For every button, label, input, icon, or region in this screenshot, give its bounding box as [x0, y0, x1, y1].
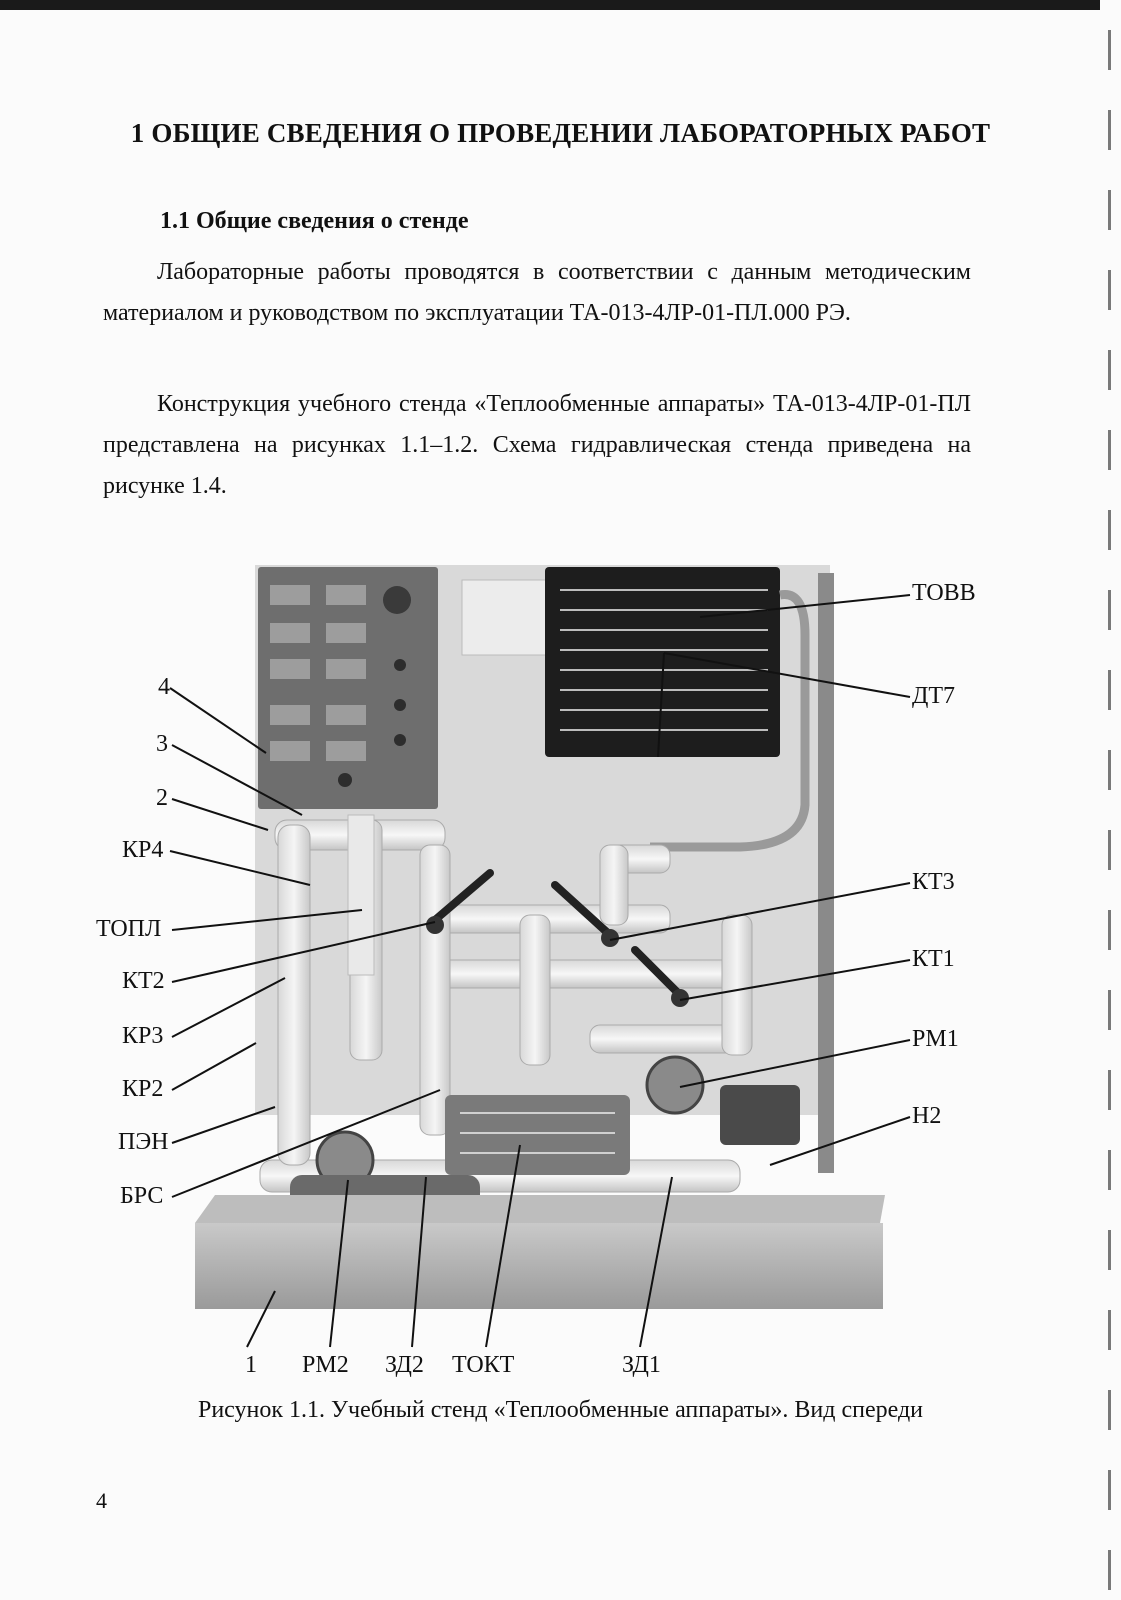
label-kr2: КР2	[122, 1076, 164, 1102]
paragraph-2: Конструкция учебного стенда «Теплообменн…	[103, 391, 971, 499]
label-topl: ТОПЛ	[96, 916, 162, 942]
pump-n2	[720, 1085, 800, 1145]
paragraph-1: Лабораторные работы проводятся в соответ…	[103, 259, 971, 326]
label-kt1: КТ1	[912, 946, 955, 972]
topl-column	[347, 814, 375, 976]
label-3: 3	[156, 731, 168, 757]
section-heading: 1 ОБЩИЕ СВЕДЕНИЯ О ПРОВЕДЕНИИ ЛАБОРАТОРН…	[130, 118, 991, 148]
label-2: 2	[156, 785, 168, 811]
heat-exchanger-tokt	[445, 1095, 630, 1175]
figure-stand-photo: 4 3 2 КР4 ТОПЛ КТ2 КР3 КР2 ПЭН БРС ТОВВ …	[90, 555, 1050, 1385]
meter-rm1	[645, 1055, 705, 1115]
figure-caption: Рисунок 1.1. Учебный стенд «Теплообменны…	[197, 1397, 924, 1423]
leader-lines	[169, 594, 911, 1348]
subsection-heading: 1.1 Общие сведения о стенде	[160, 208, 469, 234]
label-tovv: ТОВВ	[912, 580, 976, 606]
label-tokt: ТОКТ	[452, 1352, 515, 1378]
info-plate	[461, 579, 553, 656]
label-kt2: КТ2	[122, 968, 165, 994]
label-kr3: КР3	[122, 1023, 164, 1049]
emergency-button	[383, 586, 411, 614]
label-zd2: ЗД2	[385, 1352, 424, 1378]
stand-illustration	[169, 565, 911, 1348]
base-front	[195, 1223, 883, 1309]
label-rm1: РМ1	[912, 1026, 959, 1052]
page-number: 4	[96, 1488, 107, 1513]
side-post	[818, 573, 834, 1173]
label-dt7: ДТ7	[912, 683, 956, 709]
label-rm2: РМ2	[302, 1352, 349, 1378]
label-brs: БРС	[120, 1183, 164, 1209]
label-zd1: ЗД1	[622, 1352, 661, 1378]
right-edge-marks	[1108, 30, 1111, 1590]
label-pen: ПЭН	[118, 1129, 169, 1155]
top-border	[0, 0, 1100, 10]
label-4: 4	[158, 674, 170, 700]
base-top	[195, 1195, 885, 1223]
label-n2: Н2	[912, 1103, 942, 1129]
label-kr4: КР4	[122, 837, 164, 863]
label-1: 1	[245, 1352, 257, 1378]
label-kt3: КТ3	[912, 869, 955, 895]
